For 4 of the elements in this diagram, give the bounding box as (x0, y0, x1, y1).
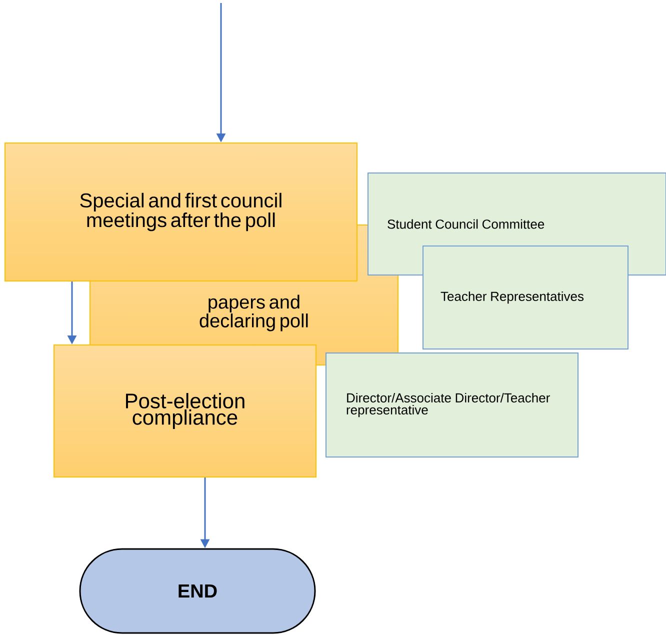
role-box: Director/Associate Director/Teacher representative (326, 352, 578, 458)
role-box: Teacher Representatives (422, 246, 628, 350)
process-box: Special and first council meetings after the poll (4, 142, 358, 282)
process-box: Post-election compliance (54, 344, 316, 478)
